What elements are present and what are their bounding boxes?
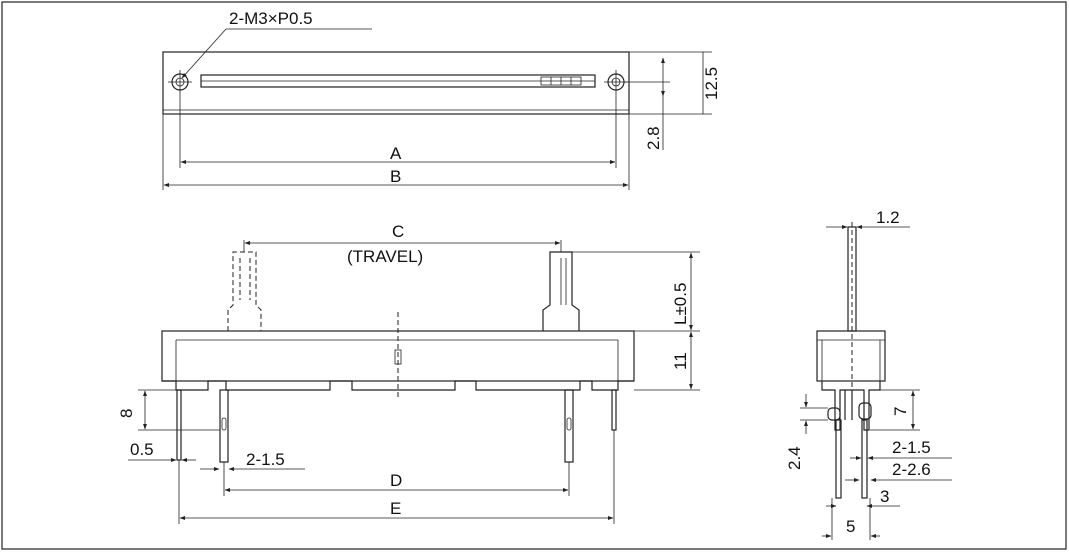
front-view: C (TRAVEL) L±0.5 11 8 0.5 2-1.5 D E — [117, 222, 700, 524]
travel-label: (TRAVEL) — [347, 247, 423, 266]
dim-e-label: E — [390, 499, 401, 518]
side-dim-2-1.5-label: 2-1.5 — [892, 438, 931, 457]
top-view: 2-M3×P0.5 12.5 2.8 A B — [162, 9, 721, 190]
front-pin-left — [176, 389, 182, 461]
front-pin-2 — [219, 389, 229, 463]
side-dim-2.4-label: 2.4 — [785, 446, 804, 470]
dim-d-label: D — [390, 471, 402, 490]
side-dim-7-label: 7 — [891, 407, 910, 416]
dim-height-label: 12.5 — [702, 67, 721, 100]
side-dim-5-label: 5 — [846, 517, 855, 536]
side-view: 1.2 7 2.4 2-1.5 2-2.6 3 5 — [785, 208, 952, 540]
side-dim-2-2.6-label: 2-2.6 — [892, 460, 931, 479]
front-pin-right — [611, 389, 617, 431]
top-view-body — [162, 51, 630, 115]
side-body — [816, 330, 886, 382]
dim-l-label: L±0.5 — [671, 283, 690, 325]
dim-offset-label: 2.8 — [644, 126, 663, 150]
mounting-hole-left — [168, 70, 192, 94]
side-dim-1.2-label: 1.2 — [876, 208, 900, 227]
dim-c-label: C — [392, 222, 404, 241]
hole-callout: 2-M3×P0.5 — [229, 9, 313, 28]
side-dim-3-label: 3 — [880, 487, 889, 506]
dim-a-label: A — [390, 144, 402, 163]
dim-2-1.5-label: 2-1.5 — [246, 450, 285, 469]
dim-0.5-label: 0.5 — [130, 440, 154, 459]
dim-b-label: B — [390, 167, 401, 186]
dim-11-label: 11 — [671, 352, 690, 370]
dim-8-label: 8 — [117, 409, 136, 418]
front-pin-3 — [564, 389, 574, 463]
